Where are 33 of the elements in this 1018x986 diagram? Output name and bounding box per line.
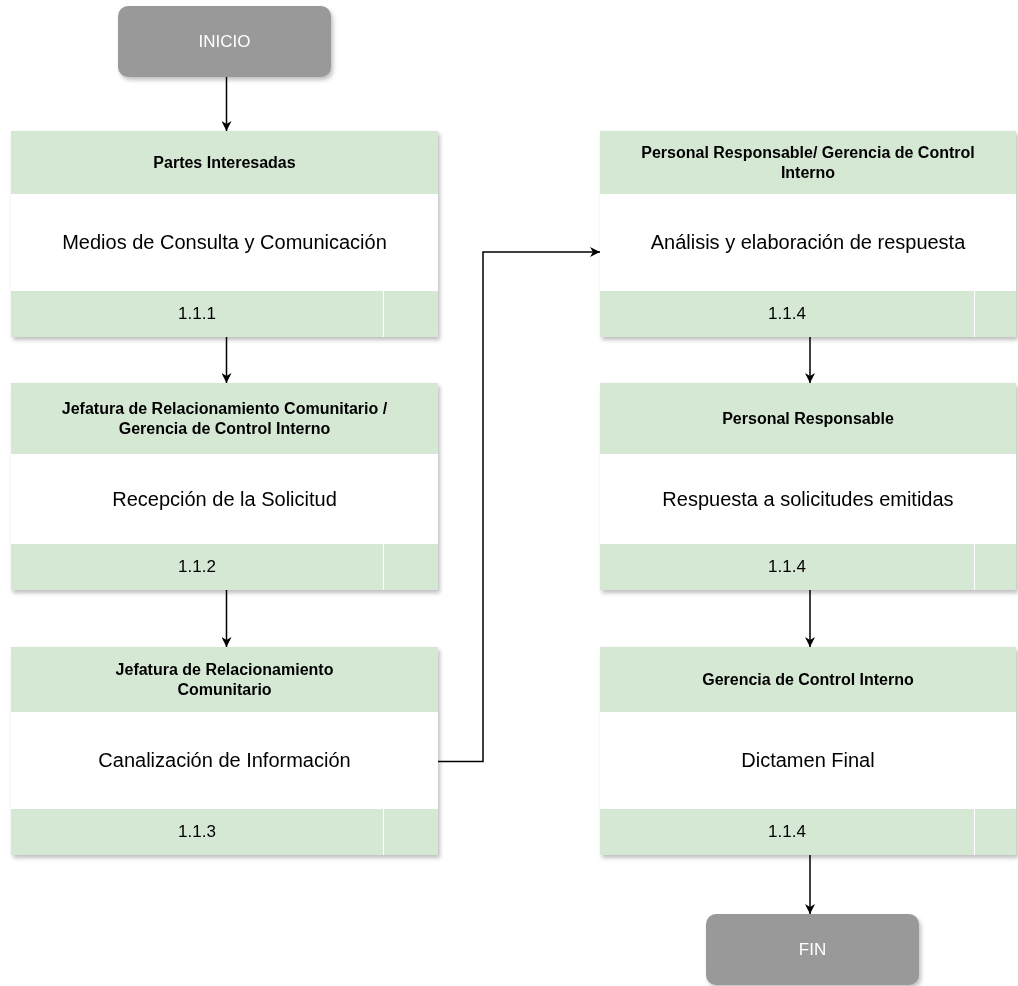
process-card: [11, 647, 438, 855]
arrow: [805, 336, 815, 384]
step-description: Respuesta a solicitudes emitidas: [661, 486, 955, 512]
arrow: [805, 589, 815, 648]
step-description: Dictamen Final: [740, 748, 876, 773]
step-code: 1.1.1: [11, 291, 384, 337]
card-heading: Personal Responsable/ Gerencia de Control Interno: [600, 131, 1016, 194]
card-heading: Personal Responsable: [600, 383, 1016, 454]
step-description: Canalización de Información: [97, 748, 352, 773]
card-heading: Gerencia de Control Interno: [600, 647, 1016, 712]
arrow: [221, 336, 232, 384]
process-card: [11, 131, 438, 337]
arrow: [221, 589, 232, 648]
step-code: 1.1.4: [600, 291, 975, 337]
step-description: Recepción de la Solicitud: [111, 486, 338, 512]
step-description: Medios de Consulta y Comunicación: [61, 230, 388, 255]
card-heading: Jefatura de Relacionamiento Comunitario / Gerencia de Control Interno: [11, 383, 438, 454]
step-code: 1.1.3: [11, 809, 384, 855]
card-heading: Jefatura de Relacionamiento Comunitario: [11, 647, 438, 712]
step-code: 1.1.4: [600, 809, 975, 855]
step-code: 1.1.2: [11, 544, 384, 590]
arrow: [805, 854, 815, 915]
process-card: [11, 383, 438, 590]
step-code: 1.1.4: [600, 544, 975, 590]
process-card: [600, 383, 1016, 590]
process-card: [600, 131, 1016, 337]
arrow: [221, 76, 232, 132]
process-card: [600, 647, 1016, 855]
step-description: Análisis y elaboración de respuesta: [649, 230, 967, 255]
terminal-box: INICIO: [118, 6, 331, 77]
card-heading: Partes Interesadas: [11, 131, 438, 194]
arrow: [437, 247, 601, 763]
terminal-box: FIN: [706, 914, 919, 985]
